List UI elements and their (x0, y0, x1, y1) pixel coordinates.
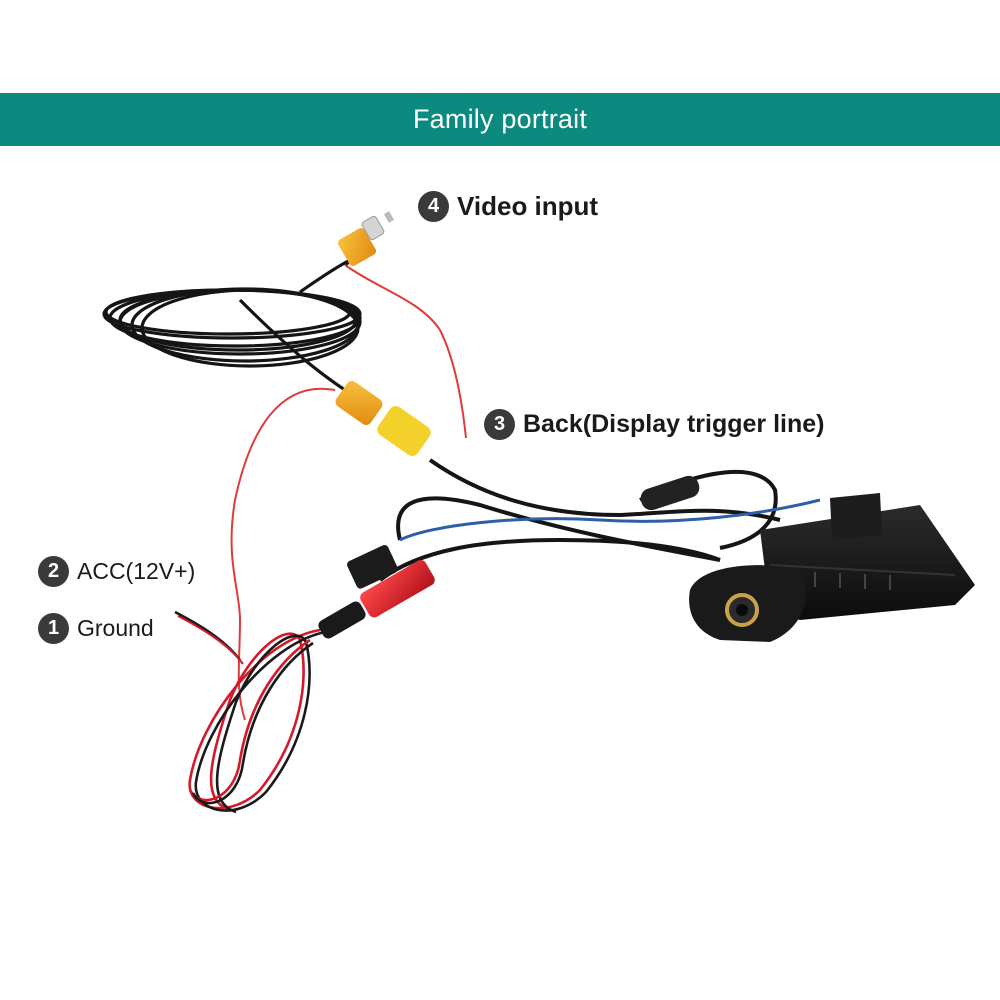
acc-wire (230, 387, 336, 721)
callout-video-input: 4 Video input (418, 191, 598, 222)
callout-number-badge: 3 (484, 409, 515, 440)
callout-number-badge: 1 (38, 613, 69, 644)
callout-label: Back(Display trigger line) (523, 410, 825, 438)
callout-back-trigger: 3 Back(Display trigger line) (484, 409, 824, 440)
banner-title: Family portrait (412, 104, 588, 134)
coiled-video-cable (102, 258, 362, 392)
header-banner: Family portrait (0, 93, 1000, 146)
inline-filter (640, 475, 700, 511)
power-lead-coil (188, 628, 326, 814)
callout-acc: 2 ACC(12V+) (38, 556, 195, 587)
callout-ground: 1 Ground (38, 613, 154, 644)
blue-wire (399, 498, 821, 542)
callout-label: Ground (77, 615, 154, 641)
callout-label: ACC(12V+) (77, 558, 196, 584)
trigger-wire (344, 264, 467, 439)
black-plug (347, 545, 398, 589)
callout-label: Video input (457, 191, 599, 221)
camera-handle (689, 493, 975, 642)
rca-middle-connector (335, 381, 431, 456)
dc-power-connector (318, 560, 435, 639)
rca-video-input-connector (337, 211, 395, 267)
callout-number-badge: 4 (418, 191, 449, 222)
callout-number-badge: 2 (38, 556, 69, 587)
main-harness (378, 458, 781, 582)
